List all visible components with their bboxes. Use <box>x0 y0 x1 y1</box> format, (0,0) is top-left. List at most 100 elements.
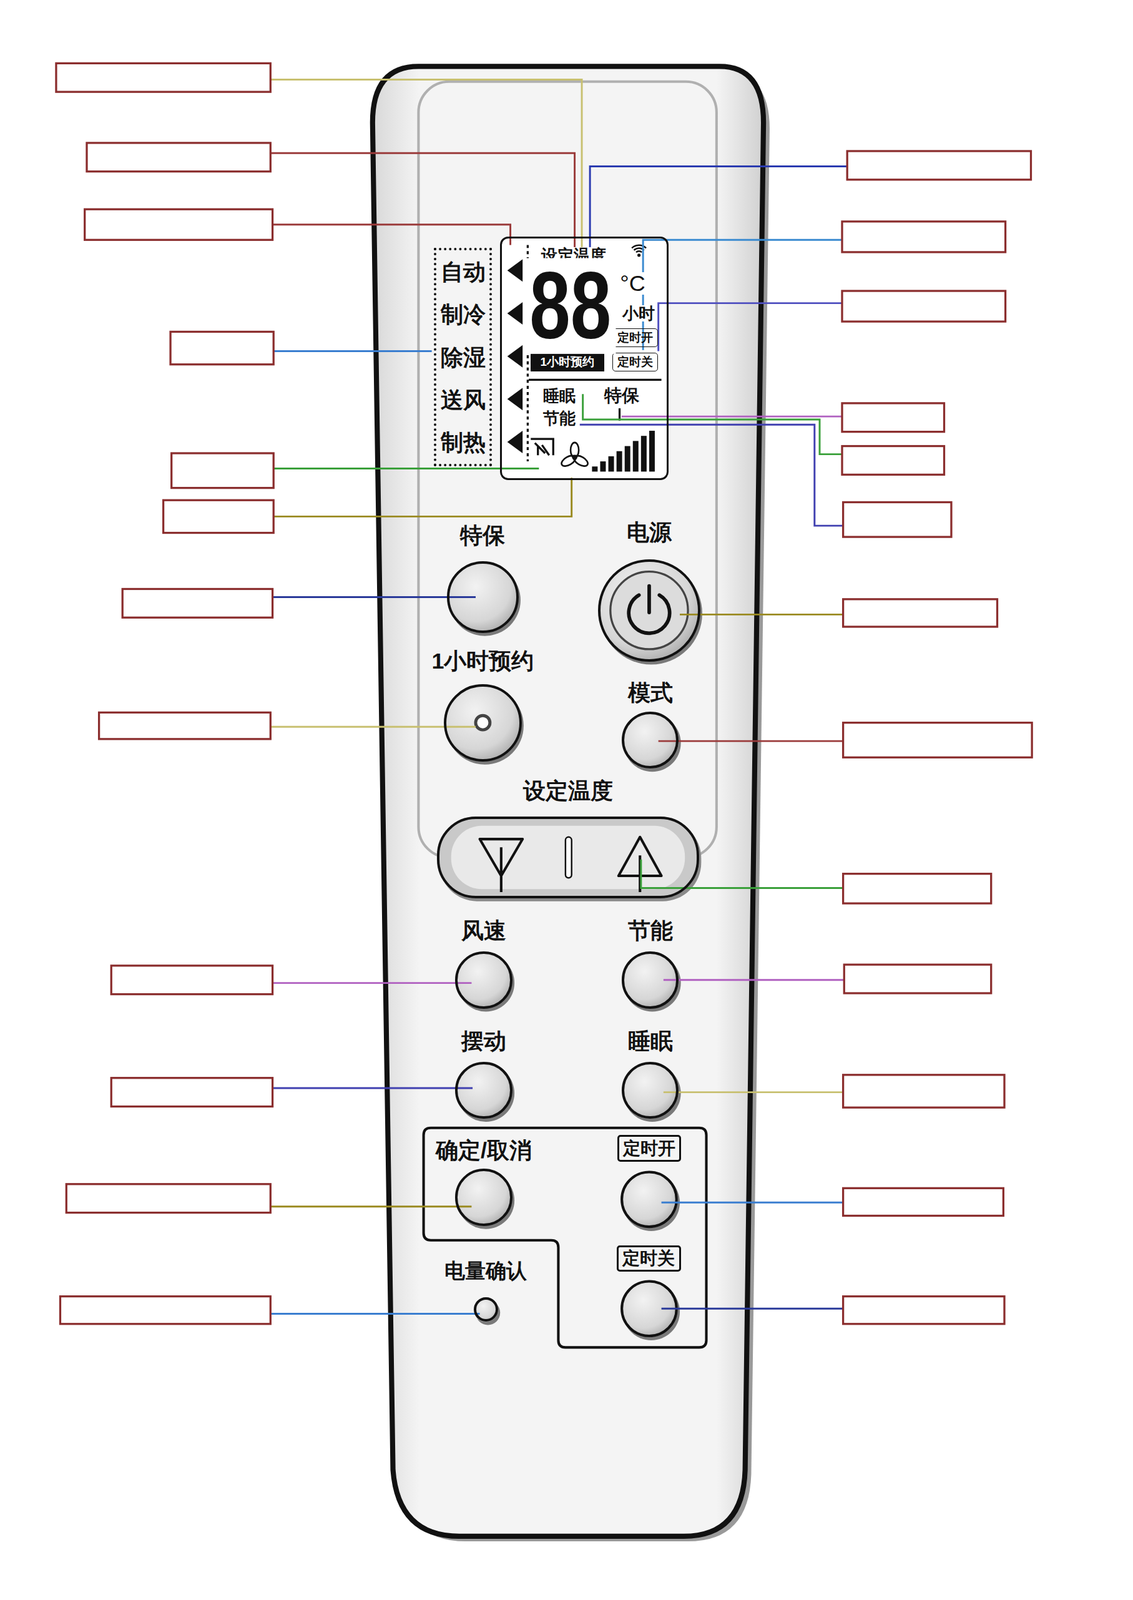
button-label: 睡眠 <box>627 1028 673 1054</box>
leader-line <box>679 613 844 616</box>
callout-box <box>843 1296 1005 1325</box>
fan-icon <box>559 442 590 469</box>
leader-line <box>658 740 844 743</box>
button-face <box>473 1297 499 1322</box>
callout-box <box>122 588 273 618</box>
leader-line <box>273 350 432 353</box>
timer-label: 定时关 <box>622 1249 675 1268</box>
callout-box <box>66 1184 271 1213</box>
lcd-indicator: 88 <box>524 258 616 354</box>
timer-label: 定时关 <box>617 356 653 369</box>
up-arrow <box>618 837 662 893</box>
fan-speed-bar <box>624 446 631 472</box>
button-label: 风速 <box>461 917 507 944</box>
button-face <box>455 1061 513 1120</box>
button-face <box>598 559 701 662</box>
button-face <box>621 1061 680 1120</box>
push-button: 睡眠 <box>621 1061 680 1120</box>
fan-speed-bar <box>608 456 615 472</box>
lcd-divider <box>528 378 662 381</box>
lcd-indicator: 睡眠 <box>541 387 577 404</box>
button-label: 节能 <box>627 917 673 944</box>
leader-line <box>272 596 476 599</box>
callout-box <box>86 142 271 172</box>
leader-line <box>663 1091 844 1094</box>
button-face <box>621 711 680 770</box>
push-button: 特保 <box>446 561 519 633</box>
callout-box <box>99 712 271 740</box>
button-label: 确定/取消 <box>435 1137 532 1163</box>
fan-speed-bar <box>641 435 647 472</box>
reservation-band: 1小时预约 <box>530 352 605 371</box>
callout-box <box>59 1296 271 1325</box>
callout-box <box>842 290 1006 322</box>
button-face <box>455 951 513 1009</box>
timer-label-box: 定时关 <box>612 352 659 371</box>
lcd-indicator: 节能 <box>541 410 577 427</box>
callout-box <box>842 446 945 476</box>
button-face <box>620 1171 678 1229</box>
leader-line <box>272 981 472 984</box>
callout-box <box>847 151 1031 180</box>
callout-box <box>842 403 945 432</box>
leader-line <box>270 152 575 268</box>
callout-box <box>843 722 1033 758</box>
mode-pointer <box>507 259 524 282</box>
push-button: 摆动 <box>455 1061 513 1120</box>
leader-line <box>661 1201 844 1204</box>
power-symbol <box>628 586 670 634</box>
push-button: 确定/取消 <box>455 1168 513 1227</box>
button-label: 摆动 <box>461 1028 507 1054</box>
callout-box <box>56 63 271 92</box>
callout-box <box>171 453 275 489</box>
button-label: 电源 <box>626 519 672 546</box>
callout-box <box>843 1187 1004 1216</box>
callout-box <box>843 501 952 537</box>
leader-line <box>658 303 843 352</box>
fan-speed-bar <box>649 430 655 472</box>
mode-name: 制热 <box>440 429 486 456</box>
push-button: 节能 <box>621 951 680 1009</box>
temperature-rocker: 设定温度 <box>436 816 700 899</box>
mode-indicator-box: 自动制冷除湿送风制热 <box>433 247 492 467</box>
button-label: 模式 <box>627 679 673 706</box>
rocker-face <box>436 816 700 899</box>
callout-box <box>843 599 998 627</box>
signal-icon <box>637 253 641 257</box>
push-button: 1小时预约 <box>443 684 522 762</box>
callout-box <box>842 221 1006 253</box>
lcd-screen: 定时开1小时预约定时关设定温度88°C小时睡眠节能特保 <box>500 236 669 480</box>
fan-speed-bar <box>632 440 639 472</box>
leader-line <box>270 1205 472 1208</box>
push-button: 风速 <box>455 951 513 1009</box>
mode-name: 制冷 <box>440 301 486 328</box>
button-label: 设定温度 <box>523 777 614 804</box>
callout-box <box>843 873 992 904</box>
lcd-indicator: 特保 <box>603 387 640 405</box>
push-button: 电源 <box>598 559 701 662</box>
leader-line <box>272 224 511 246</box>
timer-label: 1小时预约 <box>540 356 595 369</box>
timer-button-rim <box>621 1171 677 1227</box>
mode-name: 自动 <box>440 259 486 285</box>
callout-box <box>111 965 273 995</box>
callout-box <box>163 500 275 533</box>
timer-label: 定时开 <box>622 1139 676 1158</box>
leader-line <box>272 1087 473 1090</box>
lcd-indicator: °C <box>618 272 647 295</box>
fan-speed-bar <box>616 451 623 472</box>
leader-line <box>663 978 844 981</box>
lcd-ground <box>500 236 669 480</box>
lcd-indicator: 小时 <box>621 305 657 322</box>
button-label: 特保 <box>460 523 506 549</box>
mode-pointer <box>507 345 524 368</box>
callout-box <box>84 209 273 240</box>
leader-line <box>273 467 539 470</box>
leader-line <box>642 239 843 351</box>
leader-line <box>661 1307 844 1310</box>
leader-line <box>641 859 844 889</box>
mode-name: 除湿 <box>440 344 486 371</box>
timer-label-box: 定时开 <box>617 1134 681 1162</box>
mode-pointer <box>507 387 524 411</box>
callout-box <box>170 331 274 364</box>
